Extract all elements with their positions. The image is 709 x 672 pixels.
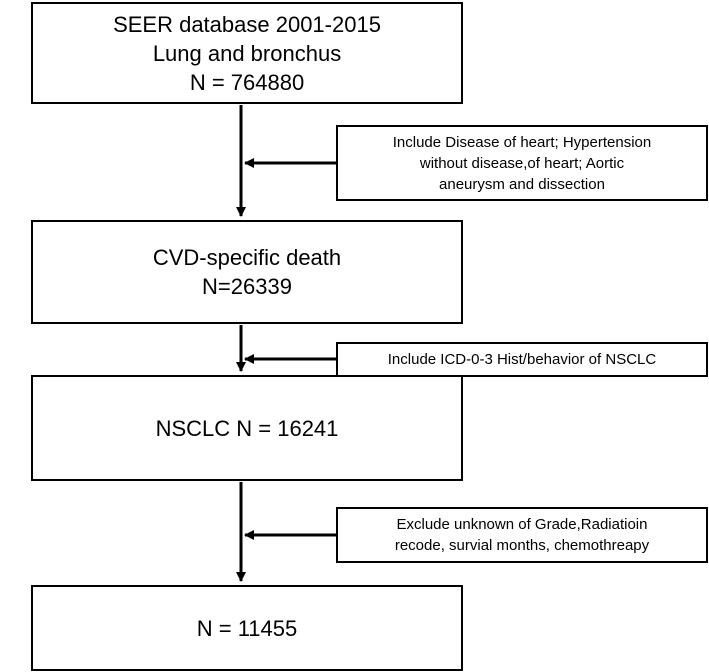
criteria-1-line-1: Include Disease of heart; Hypertension — [392, 133, 652, 151]
box-cvd-specific-death: CVD-specific death N=26339 — [31, 220, 463, 324]
box-seer-line-2: Lung and bronchus — [152, 40, 342, 66]
criteria-3-line-2: recode, survial months, chemothreapy — [394, 537, 650, 554]
criteria-box-3: Exclude unknown of Grade,Radiatioin reco… — [336, 507, 708, 563]
box-cvd-line-2: N=26339 — [202, 274, 292, 299]
box-nsclc: NSCLC N = 16241 — [31, 375, 463, 481]
criteria-2-line-1: Include ICD-0-3 Hist/behavior of NSCLC — [387, 351, 657, 368]
box-seer-line-1: SEER database 2001-2015 — [113, 11, 381, 37]
criteria-3-line-1: Exclude unknown of Grade,Radiatioin — [396, 516, 648, 533]
criteria-box-2: Include ICD-0-3 Hist/behavior of NSCLC — [336, 342, 708, 377]
box-seer-database: SEER database 2001-2015 Lung and bronchu… — [31, 2, 463, 104]
box-final-n: N = 11455 — [31, 585, 463, 671]
box-seer-line-3: N = 764880 — [189, 69, 305, 95]
box-final-line-1: N = 11455 — [196, 615, 298, 641]
box-nsclc-line-1: NSCLC N = 16241 — [155, 415, 339, 441]
box-cvd-line-1: CVD-specific death — [152, 245, 342, 270]
criteria-1-line-3: aneurysm and dissection — [439, 175, 605, 193]
criteria-1-line-2: without disease,of heart; Aortic — [419, 154, 625, 172]
criteria-box-1: Include Disease of heart; Hypertension w… — [336, 125, 708, 201]
